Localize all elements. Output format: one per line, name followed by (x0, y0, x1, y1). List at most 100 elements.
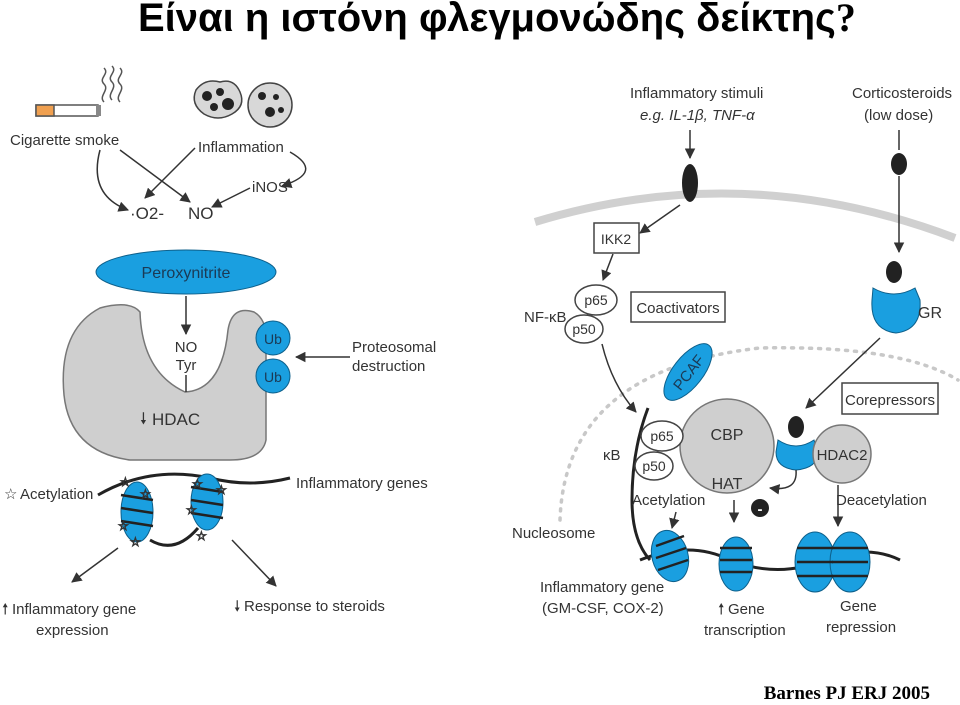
repression-label-2: repression (826, 619, 896, 636)
ikk2-arrow (601, 253, 614, 281)
expression-arrow (71, 547, 119, 583)
no-label: NO (188, 204, 214, 223)
corepressors-box (841, 382, 939, 415)
transcription-label-2: transcription (704, 622, 786, 639)
superoxide-label: ·O2- (130, 204, 164, 223)
inflammatory-gene-label-2: (GM-CSF, COX-2) (542, 600, 664, 617)
svg-text:☆: ☆ (130, 535, 141, 549)
repression-label-1: Gene (840, 598, 877, 615)
acetylation-stars: ☆ ☆ ☆ ☆ ☆ ☆ ☆ ☆ (118, 475, 228, 550)
transcription-up-arrow: 🠕 (718, 601, 724, 618)
ikk2-box (593, 222, 640, 254)
nucleosome-right (190, 473, 224, 531)
steroids-label: Response to steroids (244, 598, 385, 615)
proteosomal-label-1: Proteosomal (352, 339, 436, 356)
p65-top-label: p65 (584, 292, 608, 308)
pcaf-group: PCAF (663, 343, 713, 401)
dna-kb-strand (630, 407, 652, 562)
expression-up-arrow: 🠕 (2, 601, 8, 618)
hdac2-circle (812, 424, 872, 484)
minus-label: - (758, 501, 763, 518)
cortico-ligand-top (891, 153, 907, 175)
hdac2-label: HDAC2 (817, 447, 868, 464)
svg-text:☆: ☆ (196, 529, 207, 543)
corticosteroids-label-2: (low dose) (864, 107, 933, 124)
coactivators-box (630, 291, 726, 323)
svg-text:☆: ☆ (216, 483, 227, 497)
title-text: Είναι η ιστόνη φλεγμονώδης δείκτης (138, 0, 836, 40)
gr-to-nucleus-arrow (805, 337, 881, 409)
hdac-enzyme-shape (62, 304, 267, 461)
ikk2-label: IKK2 (601, 231, 632, 247)
inflammatory-gene-label-1: Inflammatory gene (540, 579, 664, 596)
svg-text:☆: ☆ (192, 477, 203, 491)
hdac-down-arrow: 🠗 (140, 411, 147, 428)
left-panel: Cigarette smoke Inflammation iNOS ·O2- N… (2, 65, 436, 639)
p50-bottom-label: p50 (642, 458, 666, 474)
transcription-label-1: Gene (728, 601, 765, 618)
inflammatory-cells-icon (193, 80, 293, 128)
p65-top-ellipse (574, 284, 618, 316)
cigarette-icon (35, 104, 101, 117)
stimuli-label-1: Inflammatory stimuli (630, 85, 763, 102)
nucleosome-label: Nucleosome (512, 525, 595, 542)
p65-bottom-label: p65 (650, 428, 674, 444)
ub-circle-2 (255, 358, 291, 394)
nucleosome-left (120, 481, 154, 543)
ub-label-1: Ub (264, 331, 282, 347)
peroxynitrite-label: Peroxynitrite (142, 265, 231, 282)
svg-text:☆: ☆ (186, 503, 197, 517)
steroids-arrow (231, 539, 277, 587)
peroxynitrite-ellipse (95, 249, 277, 295)
receptor-ligand (682, 164, 698, 202)
no-tyr-label-2: Tyr (176, 357, 197, 374)
acetylation-down-arrow (669, 511, 680, 530)
gr-to-hat-arrow (768, 469, 797, 495)
kb-label: κB (603, 447, 621, 464)
inos-label: iNOS (252, 179, 288, 196)
steroids-down-arrow: 🠗 (234, 598, 240, 615)
cbp-label: CBP (711, 427, 744, 444)
minus-circle (751, 499, 769, 517)
cigarette-smoke-label: Cigarette smoke (10, 132, 119, 149)
ub-circle-1 (255, 320, 291, 356)
proteosomal-label-2: destruction (352, 358, 425, 375)
smoke-icon (101, 65, 123, 103)
acetylation-label: Acetylation (20, 486, 93, 503)
hat-label: HAT (712, 476, 743, 493)
receptor-to-ikk2-arrow (639, 204, 681, 234)
svg-text:☆: ☆ (120, 475, 131, 489)
gr-receptor (871, 287, 921, 334)
expression-label-2: expression (36, 622, 109, 639)
p50-top-label: p50 (572, 321, 596, 337)
nucleosome-r1 (650, 529, 690, 583)
corepressors-label: Corepressors (845, 392, 935, 409)
coactivators-label: Coactivators (636, 300, 719, 317)
cortico-ligand (886, 261, 902, 283)
right-panel: Inflammatory stimuli e.g. IL-1β, TNF-α C… (512, 85, 960, 639)
gr-nuclear-ligand (788, 416, 804, 438)
no-tyr-label-1: NO (175, 339, 198, 356)
title-question-mark: ? (835, 0, 856, 40)
svg-text:☆: ☆ (118, 519, 129, 533)
gr-label: GR (918, 305, 942, 322)
inflammatory-genes-label: Inflammatory genes (296, 475, 428, 492)
inflammation-label: Inflammation (198, 139, 284, 156)
nucleosome-r2 (718, 536, 754, 592)
top-arrows (96, 147, 307, 212)
nuclear-envelope (558, 346, 960, 522)
p65-bottom-ellipse (640, 420, 684, 452)
svg-text:☆: ☆ (140, 487, 151, 501)
p50-bottom-ellipse (634, 451, 674, 481)
ub-label-2: Ub (264, 369, 282, 385)
p50-top-ellipse (564, 314, 604, 344)
nucleosome-r3 (794, 531, 871, 593)
hdac-label: HDAC (152, 410, 200, 429)
cbp-hat-complex (679, 398, 775, 494)
nfkb-to-nucleus-arrow (601, 343, 637, 413)
gr-nuclear (775, 439, 819, 471)
nfkb-label: NF-κB (524, 309, 567, 326)
dna-strand-bottom (149, 527, 200, 547)
acetylation-star-icon: ☆ (4, 486, 17, 503)
